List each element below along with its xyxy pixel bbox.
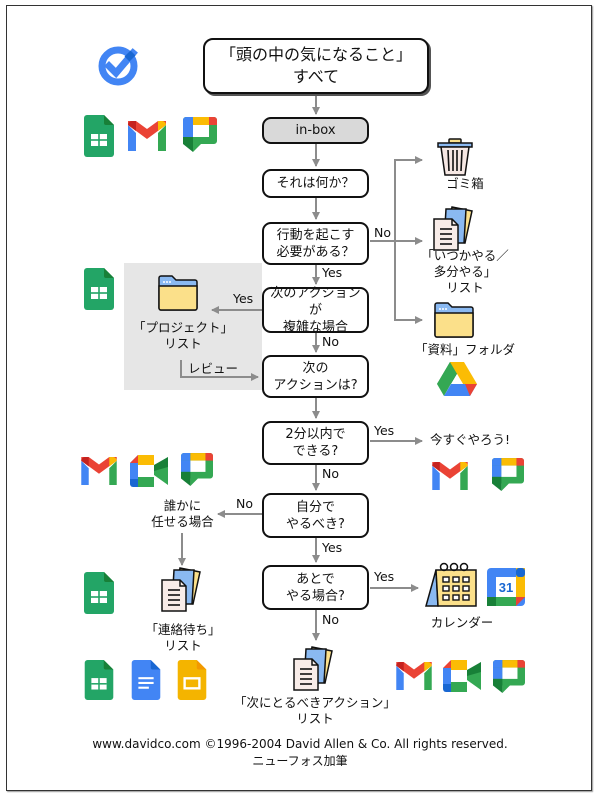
google-chat-icon — [181, 453, 213, 486]
do-now-label: 今すぐやろう! — [429, 432, 510, 447]
edge-label-later-yes: Yes — [374, 569, 395, 584]
edge-label-self-yes: Yes — [322, 540, 343, 555]
google-chat-icon — [492, 458, 524, 491]
edge-label-later-no: No — [322, 612, 339, 627]
document-stack-icon — [433, 206, 473, 251]
document-stack-icon — [161, 567, 201, 612]
google-meet-icon — [443, 660, 481, 692]
projects-label: 「プロジェクト」 リスト — [132, 320, 233, 351]
gmail-icon — [396, 662, 432, 690]
document-stack-icon — [293, 646, 333, 691]
google-chat-icon — [183, 117, 217, 152]
calendar-label: カレンダー — [430, 615, 494, 630]
google-calendar-icon: 31 — [487, 568, 525, 606]
next-action-node: 次の アクションは? — [262, 355, 369, 398]
edge-label-actionable-no: No — [374, 225, 391, 240]
edge-label-self-no: No — [236, 496, 253, 511]
inbox-node: in-box — [262, 117, 369, 144]
folder-icon — [434, 302, 474, 338]
actionable-node: 行動を起こす 必要がある？ — [262, 222, 369, 265]
waiting-label: 「連絡待ち」 リスト — [145, 622, 221, 653]
two-minutes-node: 2分以内で できる? — [262, 421, 369, 465]
google-meet-icon — [130, 455, 168, 487]
gmail-icon — [128, 121, 166, 151]
gmail-icon — [432, 462, 468, 490]
calendar-day: 31 — [499, 580, 513, 595]
gmail-icon — [81, 457, 117, 485]
trash-can-icon — [437, 138, 473, 176]
google-chat-icon — [493, 660, 525, 693]
do-yourself-node: 自分で やるべき? — [262, 493, 369, 538]
what-is-it-node: それは何か？ — [262, 169, 369, 198]
image-frame — [6, 5, 592, 791]
edge-label-multi-no: No — [322, 334, 339, 349]
google-drive-icon — [437, 362, 477, 396]
arrow-review — [180, 360, 259, 381]
edge-label-twomin-no: No — [322, 466, 339, 481]
edge-label-review: レビュー — [188, 361, 239, 376]
next-actions-label: 「次にとるべきアクション」 リスト — [234, 695, 396, 726]
reference-label: 「資料」フォルダ — [414, 342, 515, 357]
edge-label-twomin-yes: Yes — [374, 423, 395, 438]
trash-label: ゴミ箱 — [446, 176, 484, 191]
edge-label-multi-yes: Yes — [233, 291, 254, 306]
google-docs-icon — [131, 660, 161, 700]
later-node: あとで やる場合? — [262, 565, 369, 610]
paper-calendar-icon — [425, 562, 477, 607]
someday-label: 「いつかやる／ 多分やる」 リスト — [421, 248, 509, 295]
google-tasks-icon — [98, 46, 138, 86]
folder-icon — [158, 275, 198, 311]
title-node: 「頭の中の気になること」 すべて — [203, 38, 429, 94]
multi-step-node: 次のアクションが 複雑な場合 — [262, 286, 369, 335]
edge-label-actionable-yes: Yes — [322, 265, 343, 280]
google-sheets-icon — [84, 660, 114, 700]
copyright-text: www.davidco.com ©1996-2004 David Allen &… — [92, 737, 508, 751]
google-slides-icon — [177, 660, 207, 700]
credit-text: ニューフォス加筆 — [252, 754, 348, 768]
arrow-actionable-reference — [394, 241, 423, 324]
google-sheets-icon — [84, 268, 114, 310]
delegate-label: 誰かに 任せる場合 — [151, 498, 214, 529]
google-sheets-icon — [84, 572, 114, 614]
google-sheets-icon — [84, 115, 114, 157]
